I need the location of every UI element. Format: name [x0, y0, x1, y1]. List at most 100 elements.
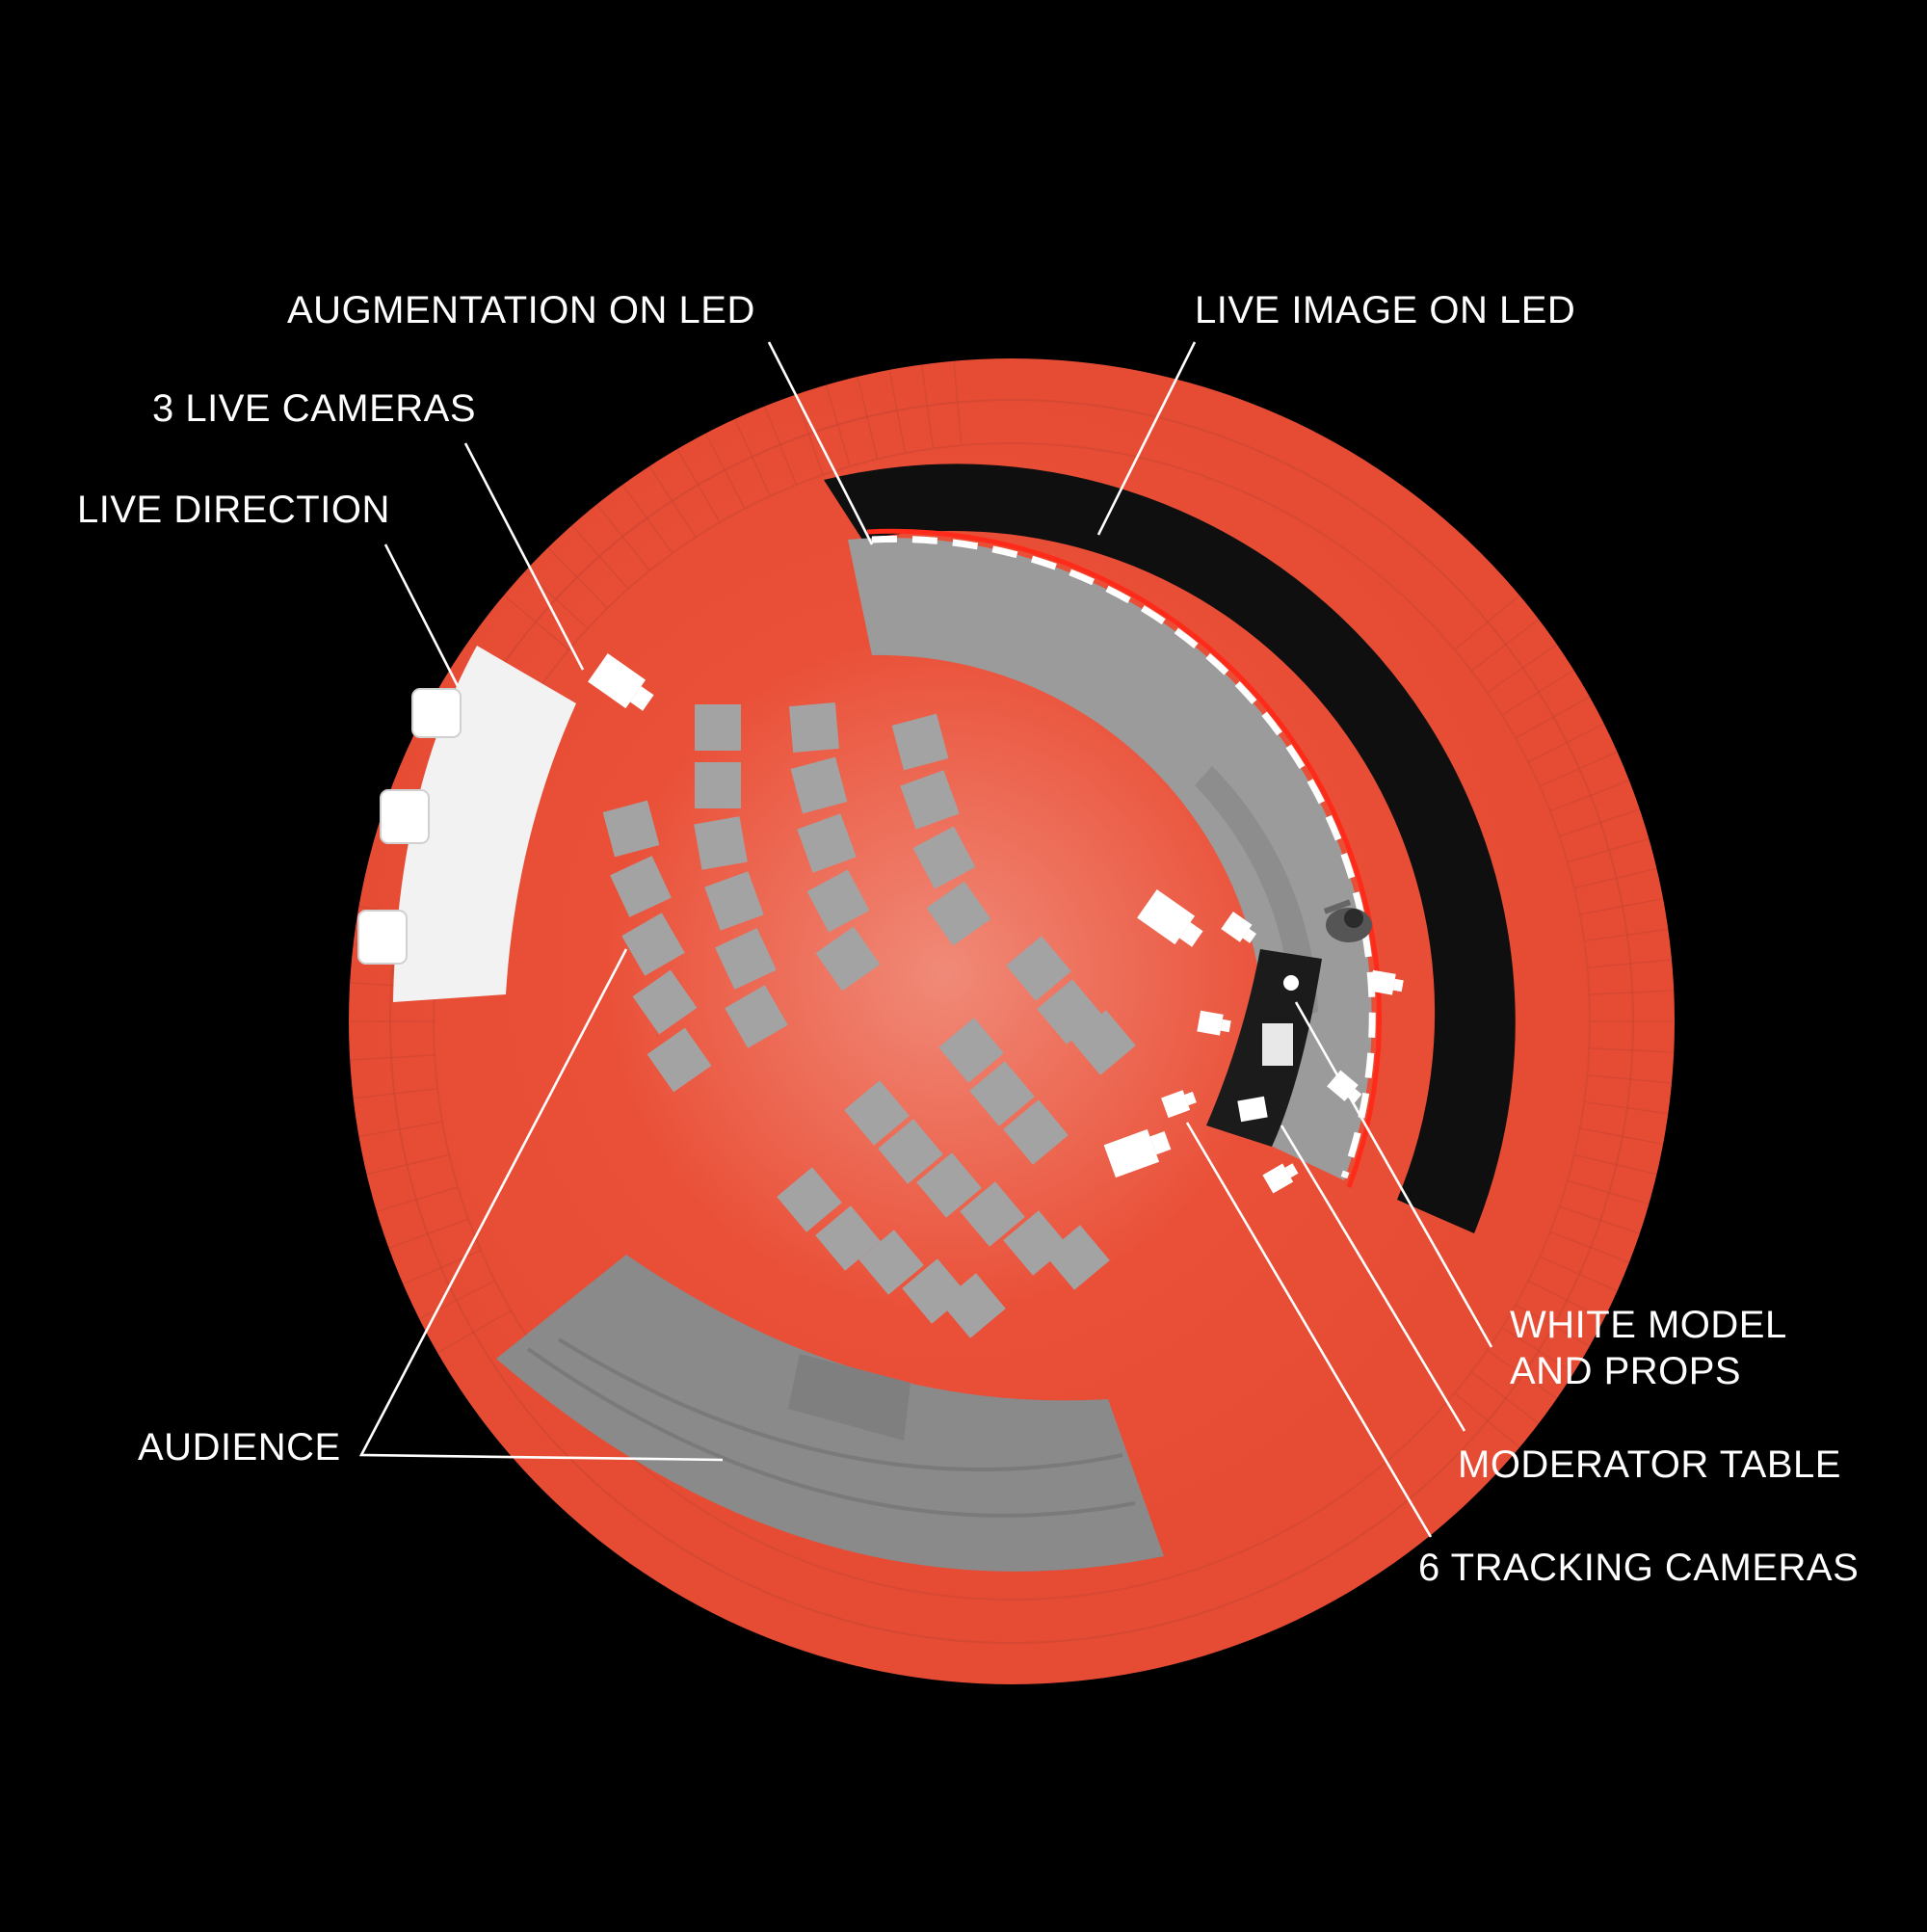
led-red-strip — [866, 528, 1383, 1188]
seat — [844, 1080, 910, 1146]
step-line — [1567, 1179, 1650, 1205]
step-line — [676, 448, 721, 523]
tracking-cameras — [1161, 911, 1404, 1194]
tiered-steps — [349, 360, 1675, 1644]
step-line — [376, 1186, 459, 1213]
led-wall — [824, 463, 1516, 1233]
step-line — [1573, 1153, 1657, 1176]
tracking-camera — [1161, 1090, 1197, 1119]
seat — [788, 701, 840, 754]
label-live-direction: LIVE DIRECTION — [77, 489, 390, 531]
step-line — [1579, 1127, 1664, 1146]
step-line — [920, 364, 935, 449]
step-line — [1549, 1231, 1630, 1263]
seat — [632, 969, 698, 1035]
step-line — [547, 546, 608, 609]
step-line — [1584, 1100, 1669, 1115]
seat — [694, 816, 748, 870]
label-white-model-line2: AND PROPS — [1510, 1350, 1741, 1392]
label-audience: AUDIENCE — [138, 1426, 341, 1469]
moderator-table-prop — [1283, 975, 1299, 991]
step-line — [704, 433, 746, 510]
label-white-model-line1: WHITE MODEL — [1510, 1304, 1787, 1346]
step-line — [1527, 723, 1605, 763]
label-live-image-on-led: LIVE IMAGE ON LED — [1195, 289, 1575, 331]
step-line — [418, 1280, 496, 1320]
seat — [815, 1205, 881, 1271]
seat — [938, 1018, 1004, 1083]
step-line — [595, 503, 651, 571]
seat — [806, 869, 870, 933]
seat — [916, 1152, 982, 1218]
seat — [621, 913, 685, 976]
step-line — [1454, 595, 1520, 650]
seat — [969, 1061, 1035, 1126]
step-line — [1587, 959, 1673, 968]
seat — [1006, 936, 1071, 1001]
seat — [960, 1181, 1025, 1247]
moderator-table-screen — [1262, 1023, 1293, 1066]
step-line — [388, 1218, 469, 1250]
seat — [695, 762, 741, 808]
step-line — [570, 524, 629, 590]
step-line — [857, 376, 879, 460]
tracking-camera — [1262, 1163, 1299, 1194]
step-line — [1584, 928, 1669, 942]
seat — [926, 881, 991, 946]
live-camera — [1137, 889, 1203, 947]
seat — [790, 756, 848, 814]
seat — [940, 1273, 1006, 1338]
seat — [891, 713, 949, 771]
stage-platform — [848, 538, 1372, 1180]
seat — [1003, 1099, 1069, 1165]
step-line — [366, 1153, 450, 1176]
step-line — [1587, 1074, 1673, 1084]
seat — [1070, 1010, 1136, 1075]
step-line — [436, 1310, 512, 1354]
step-line — [888, 369, 907, 454]
seat — [704, 871, 764, 931]
moderator-tablet — [1237, 1096, 1268, 1123]
step-line — [402, 1249, 482, 1285]
step-line — [648, 465, 697, 538]
tracking-camera — [1197, 1010, 1231, 1036]
live-camera — [1103, 1128, 1172, 1178]
audience-tier-line — [526, 1347, 1136, 1518]
step-line — [1501, 1327, 1574, 1374]
step-line — [1539, 751, 1618, 787]
tracking-camera — [1369, 969, 1404, 995]
director-chairs — [357, 688, 462, 965]
live-camera — [588, 653, 654, 711]
seat — [695, 704, 741, 751]
tracking-camera — [1221, 911, 1257, 943]
seat — [725, 985, 788, 1048]
label-augmentation-on-led: AUGMENTATION ON LED — [287, 289, 755, 331]
seat — [647, 1027, 712, 1093]
step-line — [1527, 1280, 1605, 1320]
step-line — [825, 384, 851, 467]
step-line — [1573, 867, 1657, 889]
step-line — [1539, 1256, 1618, 1292]
step-line — [1515, 696, 1591, 739]
label-moderator-table: MODERATOR TABLE — [1458, 1443, 1841, 1486]
seat — [878, 1119, 943, 1184]
step-line — [1559, 1205, 1641, 1234]
seat — [610, 856, 672, 917]
step-line — [1501, 669, 1574, 716]
label-3-live-cameras: 3 LIVE CAMERAS — [152, 387, 476, 430]
step-line — [1487, 1349, 1558, 1399]
seat — [858, 1230, 924, 1295]
label-6-tracking-cameras: 6 TRACKING CAMERAS — [1418, 1547, 1859, 1589]
step-line — [358, 1121, 443, 1138]
step-line — [1487, 644, 1558, 694]
seat — [912, 826, 976, 889]
step-line — [353, 1087, 438, 1099]
step-line — [733, 418, 772, 497]
step-line — [1549, 780, 1630, 812]
step-line — [794, 394, 824, 476]
step-line — [1470, 1371, 1540, 1424]
audience-tier-line — [557, 1337, 1123, 1471]
seat — [900, 770, 960, 830]
seat — [815, 926, 881, 992]
